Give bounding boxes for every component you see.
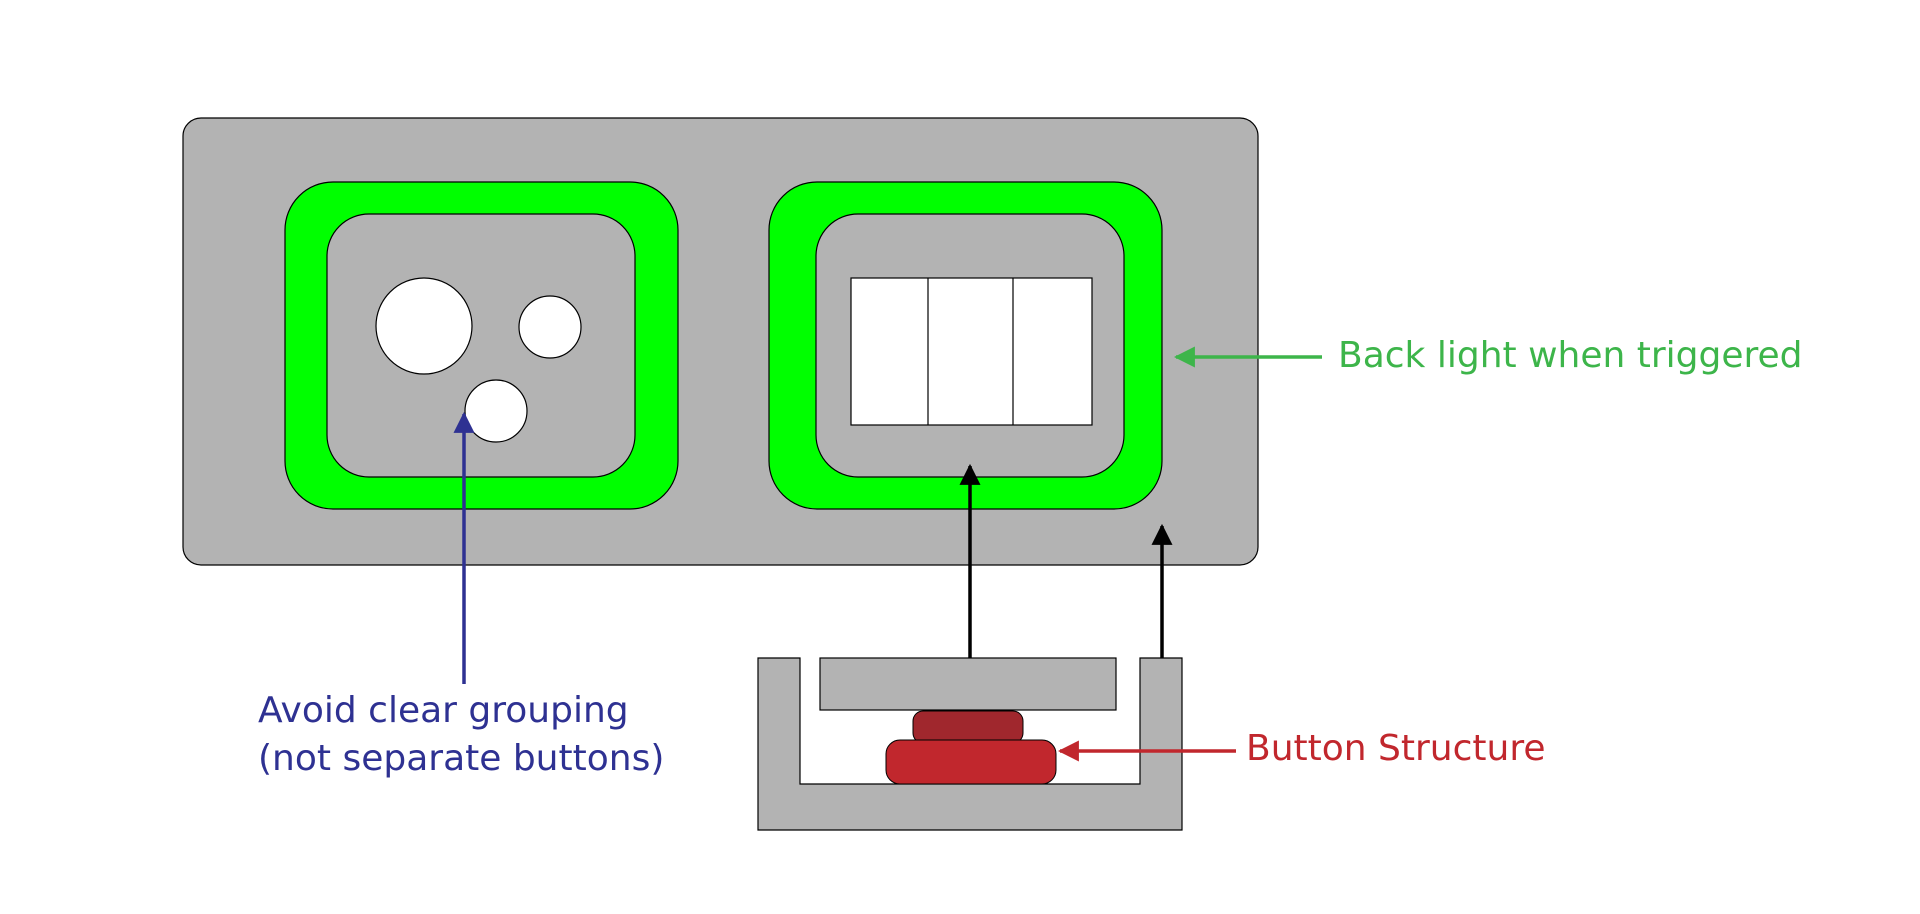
left-backlit-button: [284, 181, 679, 510]
button-base: [885, 739, 1057, 785]
button-structure-label: Button Structure: [1246, 728, 1546, 769]
grouping-label-line2: (not separate buttons): [258, 738, 665, 779]
housing-cross-section: [757, 657, 1183, 831]
button-cap: [912, 710, 1024, 744]
button-structure-section: [757, 657, 1183, 831]
left-button-face: [326, 213, 636, 478]
bottom-circle-icon: [464, 379, 528, 443]
small-circle-icon: [518, 295, 582, 359]
right-backlit-button: [768, 181, 1163, 510]
grouping-label-line1: Avoid clear grouping: [258, 690, 629, 731]
backlight-label: Back light when triggered: [1338, 335, 1803, 376]
large-circle-icon: [375, 277, 473, 375]
rectangles-icon: [850, 277, 1093, 426]
button-plate: [819, 657, 1117, 711]
